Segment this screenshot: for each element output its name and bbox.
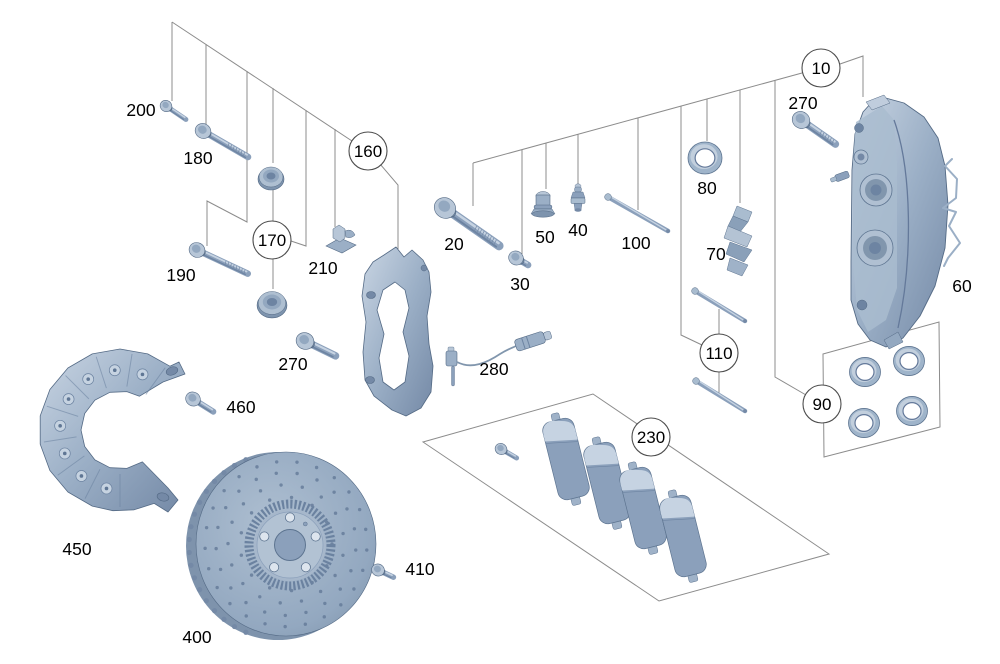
part-label-20: 20 [444,234,464,254]
center-bore [274,529,306,561]
pins [604,193,748,414]
seal-kit-rings [848,346,928,438]
part-label-450: 450 [62,539,91,559]
circled-callouts: 160 170 10 110 90 230 [252,48,842,457]
part-label-40: 40 [568,220,588,240]
bleeder-stub [830,170,850,183]
svg-text:170: 170 [258,231,286,250]
part-label-50: 50 [535,227,555,247]
part-labels: 200 180 190 210 270 280 460 450 400 410 … [62,93,972,647]
callout-160: 160 [348,131,388,171]
part-label-460: 460 [226,397,255,417]
part-label-70: 70 [706,244,726,264]
callout-170: 170 [252,220,292,260]
part-label-410: 410 [405,559,434,579]
part-label-80: 80 [697,178,717,198]
part-label-200: 200 [126,100,155,120]
pad-set-box [421,393,831,602]
wear-sensor [445,330,552,387]
caliper-carrier [361,246,434,417]
brake-disc [186,451,377,640]
retaining-clip [325,224,357,254]
svg-text:10: 10 [812,59,831,78]
part-label-270-right: 270 [788,93,817,113]
bolts [159,100,840,580]
leader-lines [171,21,941,602]
part-label-100: 100 [621,233,650,253]
svg-text:230: 230 [637,428,665,447]
brake-pads [542,412,707,583]
part-label-280: 280 [479,359,508,379]
svg-text:110: 110 [705,344,732,363]
callout-110: 110 [699,333,739,373]
part-label-270-left: 270 [278,354,307,374]
brake-caliper [830,94,949,350]
pad-retaining-spring [723,205,753,277]
callout-10: 10 [801,48,841,88]
callout-90: 90 [802,384,842,424]
part-label-180: 180 [183,148,212,168]
part-label-30: 30 [510,274,530,294]
part-label-190: 190 [166,265,195,285]
svg-text:90: 90 [813,395,832,414]
sealing-ring [687,141,723,175]
svg-text:160: 160 [354,142,382,161]
dust-cap [530,191,556,218]
part-label-210: 210 [308,258,337,278]
nuts [256,166,288,319]
splash-shield [39,348,186,513]
bleeder-valve [570,183,586,212]
hub-knurl-ring [244,499,336,591]
wire-retaining-spring [942,158,961,267]
part-label-400: 400 [182,627,211,647]
callout-230: 230 [631,417,671,457]
part-label-60: 60 [952,276,972,296]
